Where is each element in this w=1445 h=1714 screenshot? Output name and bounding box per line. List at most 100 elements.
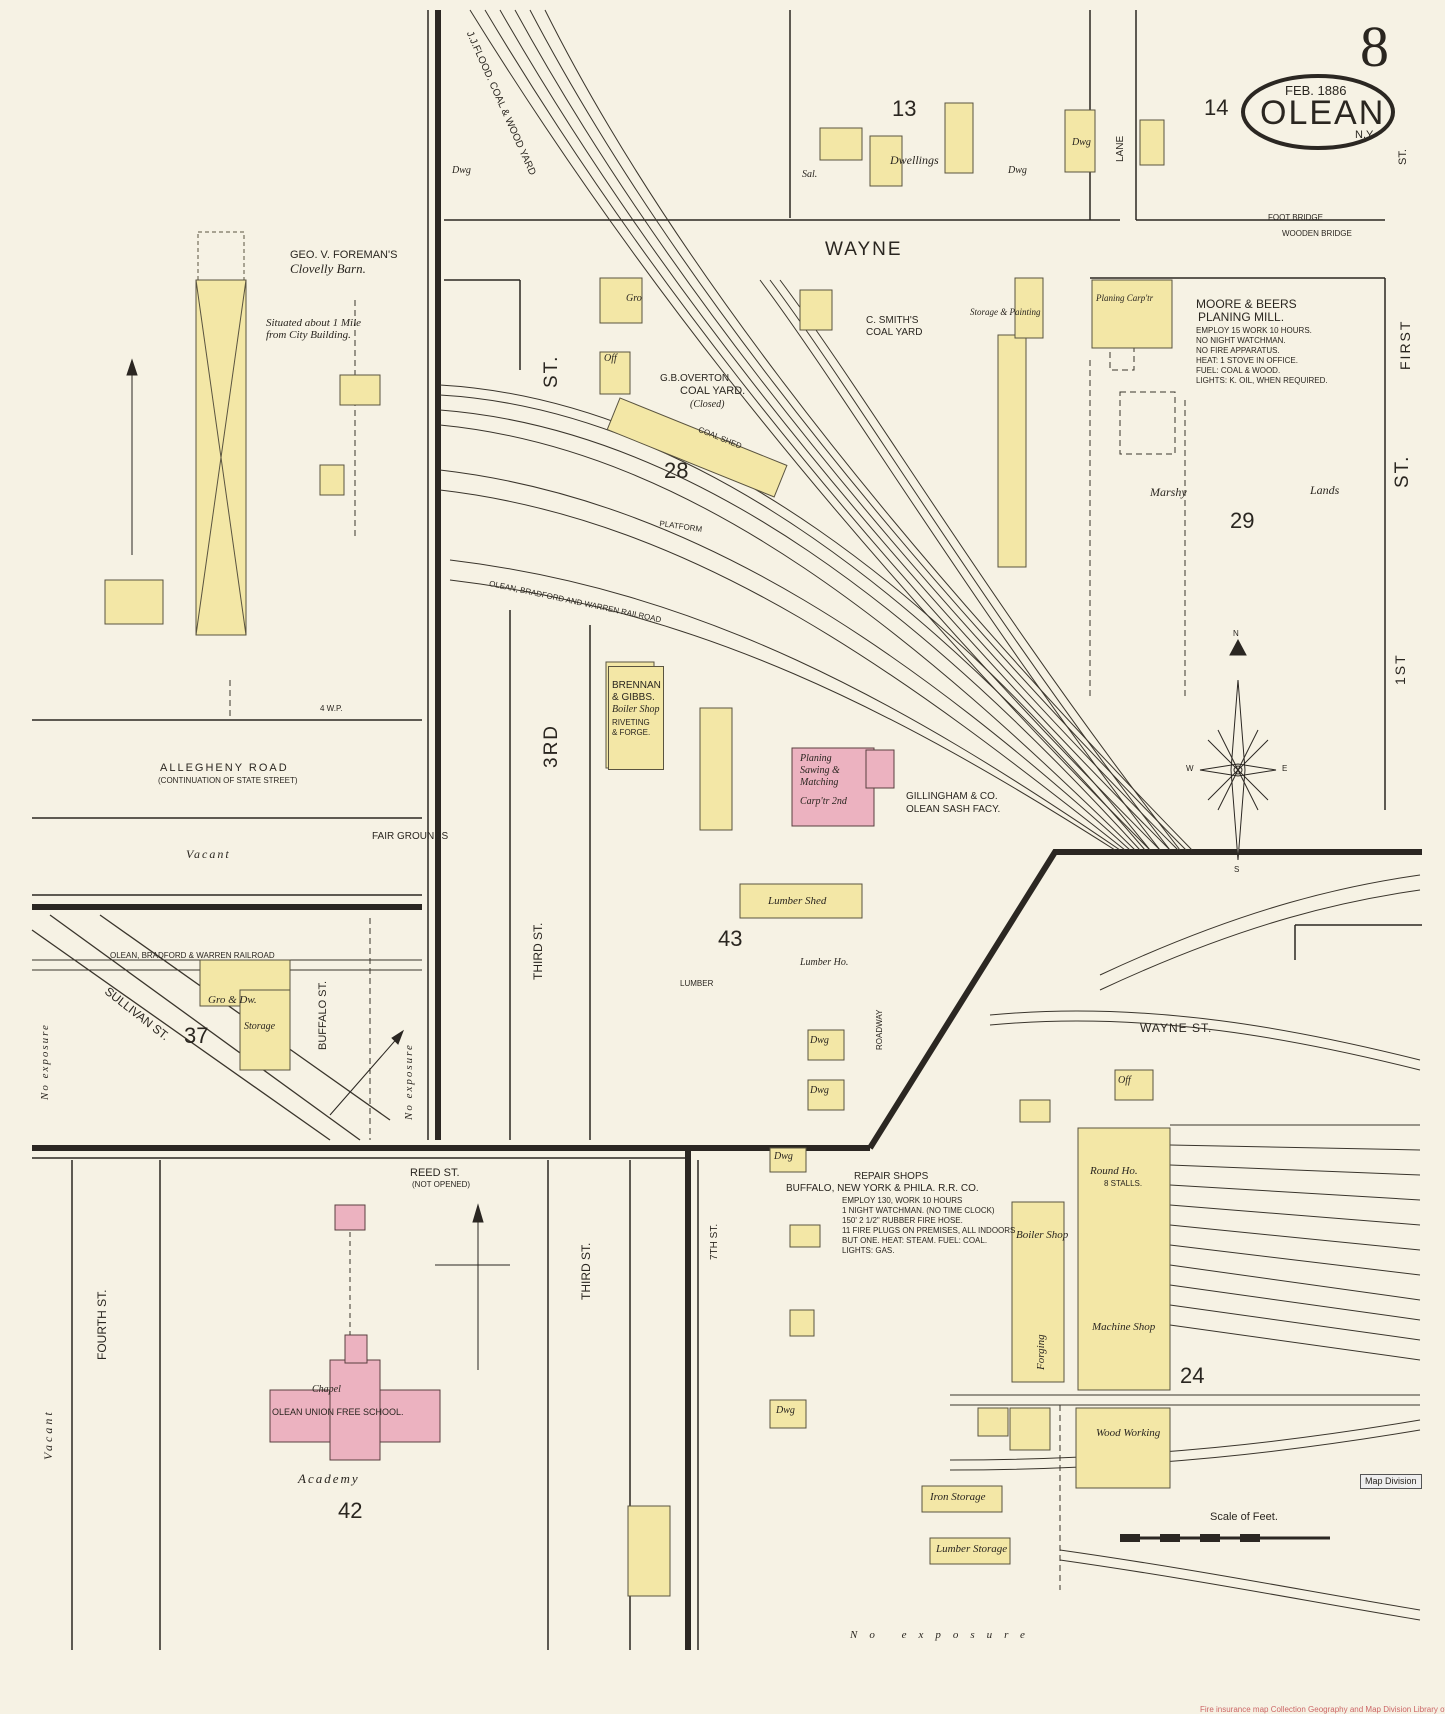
block-37: 37 <box>184 1023 209 1048</box>
machine-shop: Machine Shop <box>1092 1321 1156 1333</box>
academy-label: Academy <box>298 1471 360 1486</box>
brennan-gibbs-shop: BRENNAN & GIBBS. Boiler Shop RIVETING & … <box>608 666 664 770</box>
map-division-stamp: Map Division <box>1360 1474 1422 1489</box>
repair-detail-2: 1 NIGHT WATCHMAN. (NO TIME CLOCK) <box>842 1206 995 1215</box>
dwg-label: Dwg <box>452 165 471 176</box>
compass-e: E <box>1282 764 1288 773</box>
fair-grounds: FAIR GROUNDS <box>372 831 449 842</box>
gro-dw: Gro & Dw. <box>208 994 257 1006</box>
gillingham-1: GILLINGHAM & CO. <box>906 791 998 802</box>
street-third-mid: THIRD ST. <box>531 922 545 980</box>
street-fourth: FOURTH ST. <box>95 1289 109 1360</box>
compass-s: S <box>1234 865 1240 874</box>
foreman-barn <box>195 231 247 636</box>
gillingham-2: OLEAN SASH FACY. <box>906 804 1001 815</box>
dwg-label: Dwg <box>810 1085 829 1096</box>
repair-detail-3: 150' 2 1/2" RUBBER FIRE HOSE. <box>842 1216 963 1225</box>
moore-beers-1: MOORE & BEERS <box>1196 297 1297 311</box>
moore-detail-1: EMPLOY 15 WORK 10 HOURS. <box>1196 326 1312 335</box>
moore-detail-5: FUEL: COAL & WOOD. <box>1196 366 1281 375</box>
wp-label: 4 W.P. <box>320 704 343 713</box>
block-24: 24 <box>1180 1363 1205 1388</box>
street-st-top: ST. <box>1397 149 1409 165</box>
round-ho-stalls: 8 STALLS. <box>1104 1179 1143 1188</box>
railroad-tracks <box>32 9 1421 1621</box>
repair-detail-1: EMPLOY 130, WORK 10 HOURS <box>842 1196 963 1205</box>
sheet-date: FEB. 1886 <box>1285 83 1347 98</box>
repair-detail-4: 11 FIRE PLUGS ON PREMISES, ALL INDOORS <box>842 1226 1016 1235</box>
sheet-number: 8 <box>1360 14 1389 79</box>
planing-1: Planing <box>800 753 832 764</box>
storage-painting: Storage & Painting <box>970 307 1041 317</box>
dwg-label: Dwg <box>1072 137 1091 148</box>
chapel-label: Chapel <box>312 1384 341 1395</box>
wooden-bridge: WOODEN BRIDGE <box>1282 229 1352 238</box>
no-exposure-left: No exposure <box>39 1023 51 1100</box>
dwg-label: Dwg <box>1008 165 1027 176</box>
round-ho: Round Ho. <box>1090 1165 1138 1177</box>
street-wayne: WAYNE <box>825 239 903 260</box>
street-st-first: ST. <box>1392 454 1413 488</box>
smith-coal-2: COAL YARD <box>866 327 923 338</box>
scale-of-feet: Scale of Feet. <box>1210 1511 1278 1523</box>
foreman-barn-name: Clovelly Barn. <box>290 261 366 276</box>
moore-detail-3: NO FIRE APPARATUS. <box>1196 346 1280 355</box>
diagonal-streets <box>31 914 391 1141</box>
street-buffalo: BUFFALO ST. <box>317 980 329 1050</box>
planing-carp: Planing Carp'tr <box>1096 293 1154 303</box>
sheet-city: OLEAN <box>1260 94 1386 132</box>
moore-detail-6: LIGHTS: K. OIL, WHEN REQUIRED. <box>1196 376 1328 385</box>
gro-label: Gro <box>626 293 642 304</box>
moore-detail-4: HEAT: 1 STOVE IN OFFICE. <box>1196 356 1298 365</box>
yard-tracks <box>1169 1124 1421 1361</box>
forging: Forging <box>1035 1334 1047 1370</box>
boiler-shop: Boiler Shop <box>1016 1229 1069 1241</box>
repair-detail-6: LIGHTS: GAS. <box>842 1246 895 1255</box>
street-third-bottom: THIRD ST. <box>579 1242 593 1300</box>
dwg-label: Dwg <box>810 1035 829 1046</box>
sash-factory <box>791 747 875 827</box>
vacant-label: Vacant <box>186 847 231 861</box>
scale-bar <box>1120 1534 1330 1542</box>
copyright: Fire insurance map Collection Geography … <box>1200 1705 1445 1714</box>
title-oval <box>1241 74 1395 150</box>
block-43: 43 <box>718 926 743 951</box>
street-7th: 7TH ST. <box>709 1223 720 1260</box>
vacant-label-2: Vacant <box>41 1409 55 1460</box>
street-reed: REED ST. <box>410 1167 460 1179</box>
street-lines <box>32 10 1422 1650</box>
wood-working: Wood Working <box>1096 1427 1161 1439</box>
sheet-state: N.Y. <box>1355 129 1375 141</box>
smith-coal-1: C. SMITH'S <box>866 315 919 326</box>
street-1st: 1ST <box>1392 653 1408 685</box>
street-lane: LANE <box>1115 135 1126 162</box>
block-28: 28 <box>664 458 689 483</box>
dwg-label: Dwg <box>776 1405 795 1416</box>
no-exposure-bottom: No exposure <box>850 1629 1037 1641</box>
block-42: 42 <box>338 1498 363 1523</box>
overton-closed: (Closed) <box>690 399 725 410</box>
street-3rd: 3RD <box>541 723 562 768</box>
dwg-label: Dwg <box>774 1151 793 1162</box>
street-wayne-st: WAYNE ST. <box>1140 1021 1213 1035</box>
off-label: Off <box>604 353 617 364</box>
compass-w: W <box>1186 764 1194 773</box>
street-allegheny-note: (CONTINUATION OF STATE STREET) <box>158 776 298 785</box>
planing-2: Sawing & <box>800 765 840 776</box>
repair-shops: REPAIR SHOPS <box>854 1171 929 1182</box>
foreman-from: from City Building. <box>266 329 351 341</box>
lumber-shed: Lumber Shed <box>768 895 827 907</box>
street-first: FIRST <box>1397 319 1413 370</box>
repair-detail-5: BUT ONE. HEAT: STEAM. FUEL: COAL. <box>842 1236 988 1245</box>
yellow-structures <box>104 102 1173 1597</box>
roadway: ROADWAY <box>875 1009 884 1050</box>
off-label: Off <box>1118 1075 1131 1086</box>
bny-phila: BUFFALO, NEW YORK & PHILA. R.R. CO. <box>786 1183 979 1194</box>
compass-n: N <box>1233 629 1239 638</box>
marshy-label: Marshy <box>1150 485 1187 499</box>
dwellings-label: Dwellings <box>890 153 939 167</box>
overton-2: COAL YARD. <box>680 385 746 397</box>
foreman-name: GEO. V. FOREMAN'S <box>290 249 398 261</box>
lands-label: Lands <box>1310 483 1340 497</box>
